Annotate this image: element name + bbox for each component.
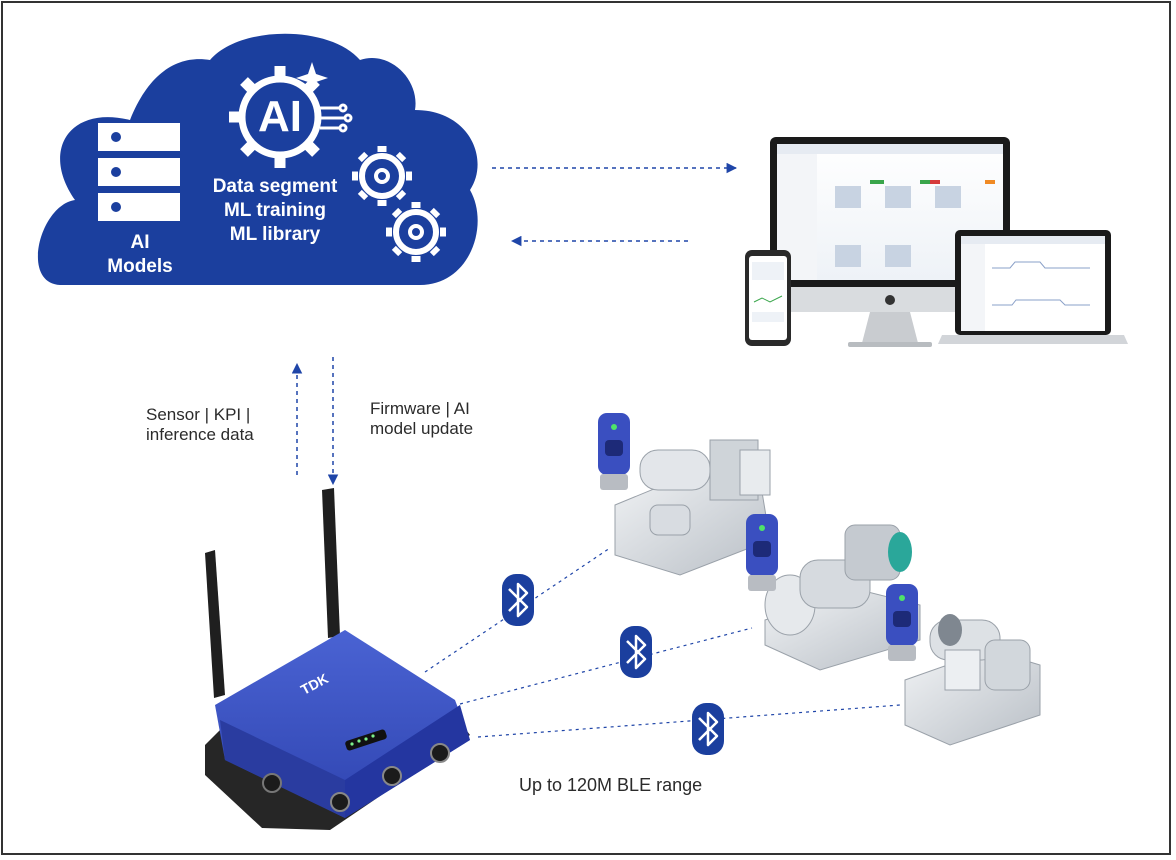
smartphone [745,250,791,346]
ai-models-label-1: AI [130,232,150,253]
cloud-shape [37,33,478,285]
industrial-chiller-1 [614,439,771,576]
ble-range-label: Up to 120M BLE range [519,775,703,795]
ble-links [424,547,901,738]
cloud-line-ml-library: ML library [229,224,321,245]
industrial-chiller-2 [904,614,1041,746]
vibration-sensor [746,514,778,591]
vibration-sensor [886,584,918,661]
edge-gateway [205,488,470,830]
upstream-label-1: Sensor | KPI | [146,405,251,424]
gear-icon [352,146,412,206]
bluetooth-icon [692,703,724,755]
downstream-label-2: model update [370,419,474,438]
vibration-sensor [598,413,630,490]
laptop [938,230,1128,344]
gear-icon [386,202,446,262]
upstream-label-2: inference data [146,425,254,444]
server-icon [98,123,180,221]
downstream-label-1: Firmware | AI [370,399,470,418]
desktop-monitor [770,137,1010,347]
bluetooth-icon [620,626,652,678]
ai-badge-text: AI [258,92,302,141]
cloud-line-ml-training: ML training [223,200,327,221]
bluetooth-icon [502,574,534,626]
sparkle-icon [296,62,328,94]
pump-motor [764,524,921,671]
ai-models-label-2: Models [107,256,173,277]
cloud-line-data-segment: Data segment [212,176,338,197]
